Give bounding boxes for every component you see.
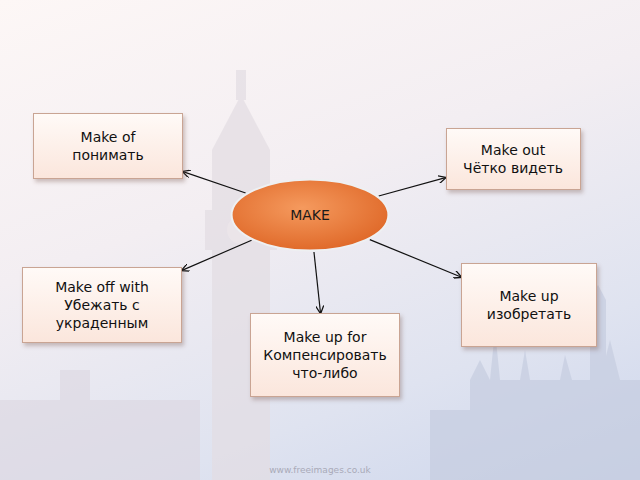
arrow-connector — [370, 240, 461, 277]
arrow-connector — [379, 178, 446, 196]
phrase-text: Make up for — [284, 328, 367, 346]
phrase-text: Make up — [499, 287, 558, 305]
watermark: www.freeimages.co.uk — [0, 465, 640, 475]
translation-text: понимать — [72, 146, 144, 164]
phrase-box: Make up forКомпенсировать что-либо — [250, 313, 400, 397]
phrase-text: Make off with — [55, 278, 149, 296]
center-ellipse: MAKE — [230, 178, 390, 252]
phrase-text: Make out — [481, 141, 545, 159]
phrase-text: MAKE — [290, 206, 330, 224]
arrow-connector — [183, 172, 246, 193]
translation-text: Компенсировать что-либо — [259, 346, 391, 382]
phrase-box: Make outЧётко видеть — [446, 128, 581, 190]
phrase-box: Make upизобретать — [461, 263, 597, 347]
translation-text: Убежать с украденным — [31, 296, 173, 332]
translation-text: Чётко видеть — [463, 159, 563, 177]
phrase-box: Make ofпонимать — [33, 113, 183, 179]
arrow-connector — [182, 240, 252, 270]
phrase-box: Make off withУбежать с украденным — [22, 267, 182, 343]
translation-text: изобретать — [487, 305, 571, 323]
phrase-text: Make of — [81, 128, 136, 146]
arrow-connector — [314, 252, 321, 313]
